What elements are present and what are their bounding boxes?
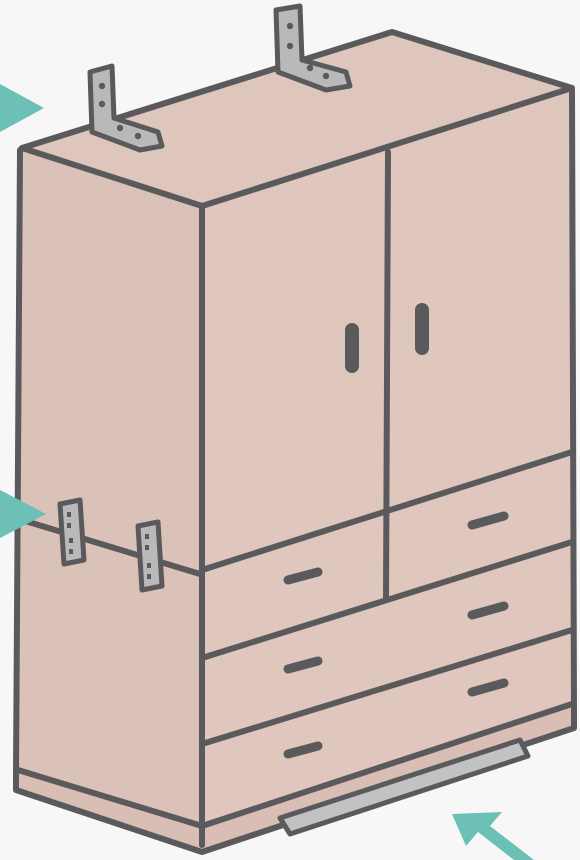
flat-bracket-icon: [60, 500, 84, 564]
flat-bracket-icon: [138, 522, 162, 590]
wardrobe: [16, 32, 574, 852]
arrow-up-left-icon: [452, 812, 534, 860]
arrow-right-icon: [0, 84, 44, 132]
wardrobe-side-face: [16, 148, 202, 838]
